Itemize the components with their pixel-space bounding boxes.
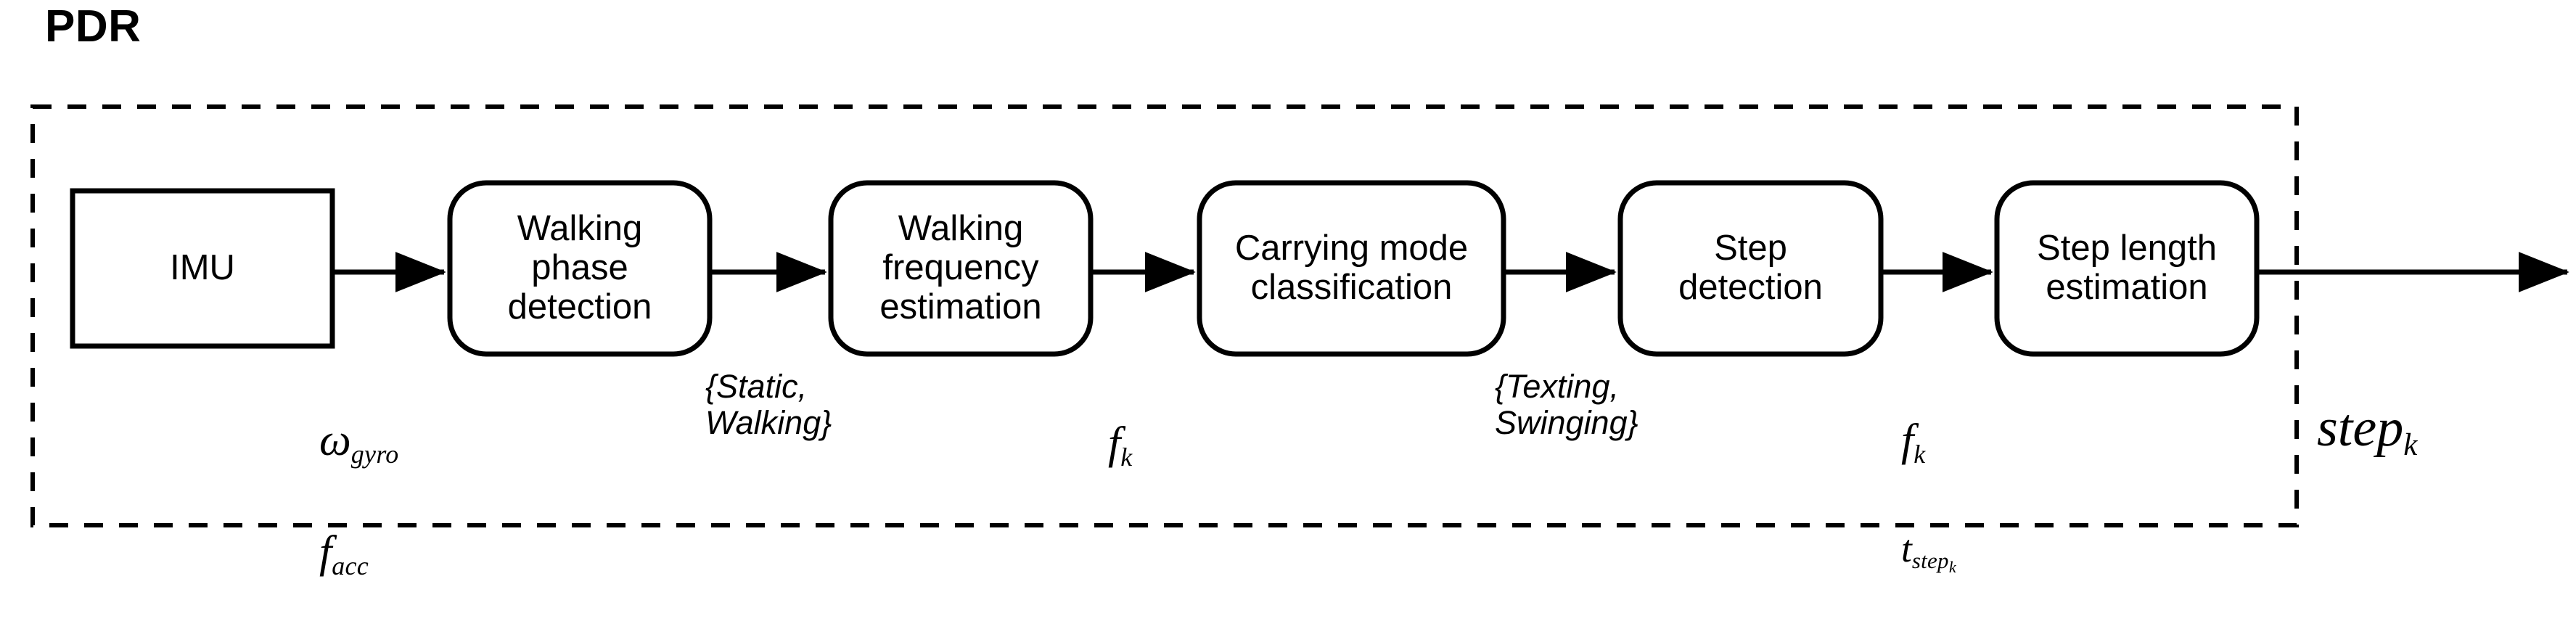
edge-label-pdr-output: stepk (2317, 330, 2418, 465)
edge-label-walking-frequency-output: fk (1108, 361, 1133, 473)
block-walking-phase[interactable] (447, 180, 713, 357)
edge-label-imu-output-line1: ωgyro (319, 414, 399, 471)
edge-label-step-detection-output-line1: fk (1901, 414, 1956, 471)
symbol-omega: ω (319, 415, 351, 465)
symbol-f: f (1108, 418, 1121, 468)
edge-label-imu-output-line2: facc (319, 525, 399, 583)
symbol-f: f (1901, 415, 1914, 465)
subscript-k: k (2403, 428, 2418, 463)
block-walking-frequency[interactable] (828, 180, 1094, 357)
subscript-gyro: gyro (350, 439, 399, 469)
edge-label-walking-phase-output: {Static, Walking} (705, 368, 832, 442)
edge-label-carrying-mode-output: {Texting, Swinging} (1495, 368, 1638, 442)
block-step-detection[interactable] (1617, 180, 1884, 357)
edge-label-imu-output: ωgyro facc (319, 358, 399, 637)
diagram-canvas: PDR IMU Walking phase detection Walking … (30, 1, 2569, 580)
edge-label-step-detection-output-line2: tstepk (1901, 525, 1956, 578)
page-title: PDR (45, 1, 141, 52)
subscript-acc: acc (332, 551, 369, 580)
subscript-k: k (1913, 439, 1926, 469)
diagram-vector-layer (30, 104, 2569, 527)
subscript-step-text: step (1911, 548, 1949, 574)
subscript-k: k (1120, 442, 1133, 472)
pdr-group-boundary (30, 104, 2299, 527)
subscript-step: stepk (1911, 548, 1956, 577)
symbol-t: t (1901, 526, 1912, 570)
symbol-f: f (319, 527, 332, 577)
edge-label-step-detection-output: fk tstepk (1901, 358, 1956, 632)
subscript-k: k (1948, 558, 1956, 577)
symbol-step: step (2317, 398, 2404, 459)
block-carrying-mode[interactable] (1197, 180, 1506, 357)
block-step-length[interactable] (1994, 180, 2260, 357)
block-imu[interactable] (70, 188, 335, 349)
